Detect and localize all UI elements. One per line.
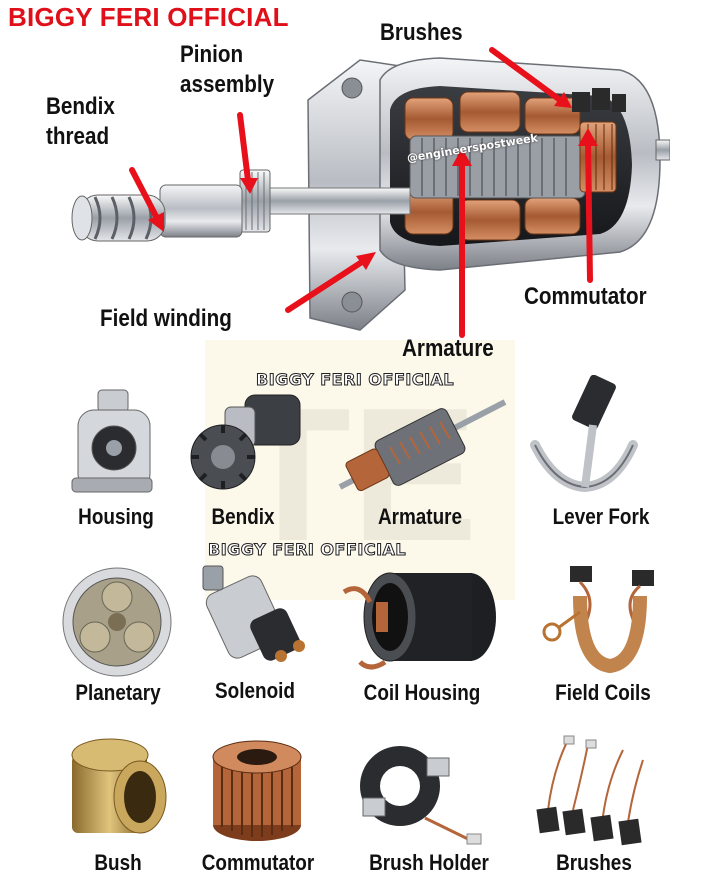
brushes-icon [536,735,644,846]
part-label-bush: Bush [94,850,142,875]
brand-title: BIGGY FERI OFFICIAL [8,2,289,32]
part-label-armature: Armature [377,504,463,529]
part-label-housing: Housing [78,504,154,529]
callout-brushes: Brushes [380,19,463,46]
callout-bendix-thread: Bendix thread [46,92,115,152]
field-coils-icon [542,566,654,674]
callout-pinion-assembly: Pinion assembly [180,40,274,100]
lever-fork-icon [530,375,638,493]
callout-commutator: Commutator [524,283,647,310]
callout-pinion-assembly-line2: assembly [180,71,275,98]
part-label-brushes: Brushes [556,850,632,875]
coil-housing-icon [342,572,496,670]
callout-pinion-assembly-line1: Pinion [180,41,244,68]
part-label-planetary: Planetary [75,680,161,705]
planetary-gear-icon [62,567,172,677]
callout-armature: Armature [402,335,494,362]
bush-icon [71,738,167,834]
part-label-field-coils: Field Coils [555,680,651,705]
part-label-brush-holder: Brush Holder [369,850,489,875]
callout-field-winding: Field winding [100,305,232,332]
callout-bendix-thread-line2: thread [46,123,110,150]
starter-housing-icon [71,389,153,493]
commutator-icon [212,740,302,841]
starter-motor-cutaway [71,47,670,338]
part-label-bendix: Bendix [211,504,275,529]
part-label-lever-fork: Lever Fork [552,504,650,529]
solenoid-icon [202,565,305,662]
brush-holder-icon [360,746,482,845]
watermark-2: BIGGY FERI OFFICIAL [207,540,407,560]
watermark-1: BIGGY FERI OFFICIAL [255,370,455,390]
part-label-coil-housing: Coil Housing [363,680,481,705]
armature-icon [338,399,507,492]
callout-bendix-thread-line1: Bendix [46,93,115,120]
part-label-commutator: Commutator [201,850,315,875]
bendix-gear-icon [190,394,301,490]
part-label-solenoid: Solenoid [215,678,295,703]
